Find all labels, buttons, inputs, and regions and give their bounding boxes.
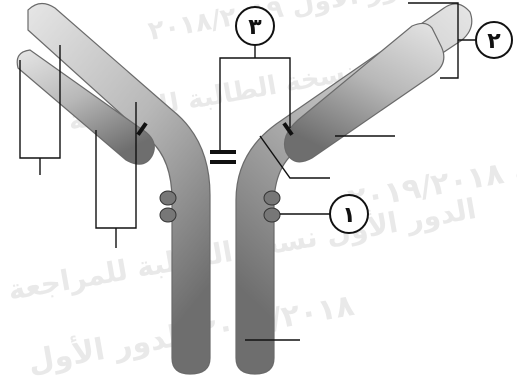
disulfide-bridges [210, 150, 236, 164]
marker-1-label: ١ [342, 203, 355, 228]
marker-3: ٣ [236, 7, 274, 45]
marker-2: ٢ [476, 22, 512, 58]
watermark-line-1: الدور الأول ٢٠١٨/٢٠١٩ [146, 0, 434, 47]
marker-3-label: ٣ [248, 15, 262, 40]
marker-2-label: ٢ [487, 29, 501, 54]
left-heavy-chain [28, 3, 210, 374]
marker-1: ١ [330, 195, 368, 233]
